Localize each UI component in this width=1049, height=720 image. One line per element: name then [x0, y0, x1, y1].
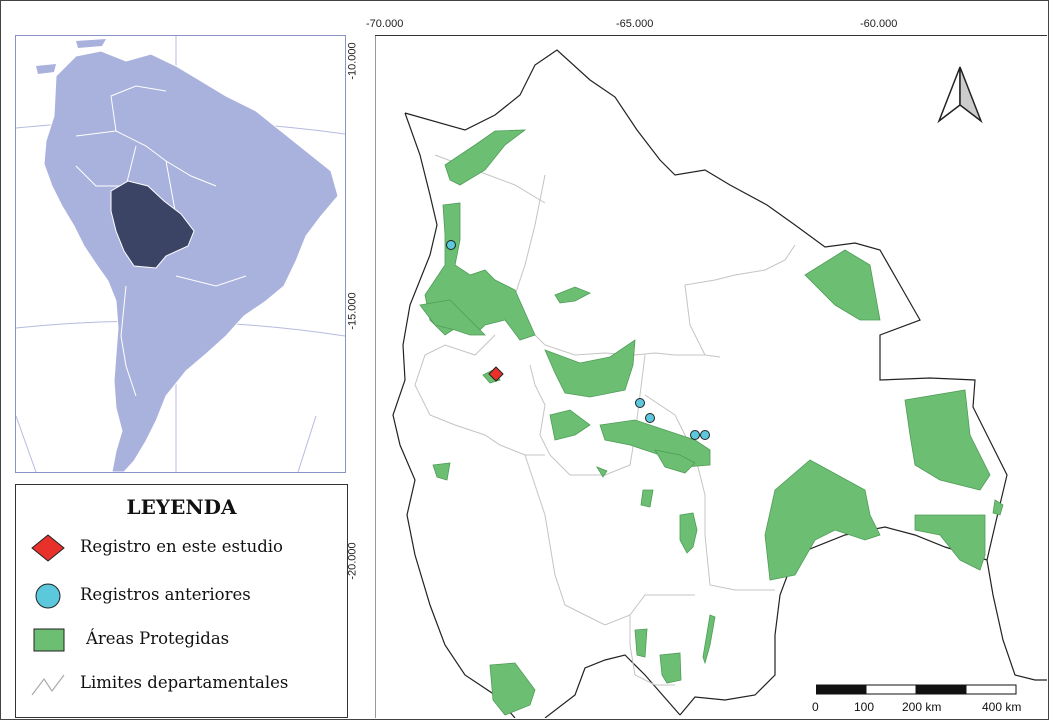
bolivia-outline	[392, 49, 1047, 718]
legend-row-protected-areas: Áreas Protegidas	[16, 625, 347, 655]
lat-tick-15: -15.000	[346, 292, 359, 330]
scale-label-0: 0	[812, 700, 819, 714]
legend-box: LEYENDA Registro en este estudio Registr…	[15, 484, 348, 718]
lon-tick-70: -70.000	[366, 18, 404, 30]
inset-map-svg	[16, 36, 345, 472]
lat-tick-20: -20.000	[346, 542, 359, 580]
main-map-svg	[375, 35, 1047, 718]
legend-row-previous-records: Registros anteriores	[16, 581, 347, 611]
legend-label-boundaries: Limites departamentales	[80, 673, 289, 692]
lon-tick-60: -60.000	[860, 18, 898, 30]
north-arrow-icon	[937, 66, 983, 124]
line-icon	[31, 674, 65, 696]
legend-row-boundaries: Limites departamentales	[16, 669, 347, 699]
legend-title: LEYENDA	[126, 495, 237, 519]
scale-label-400: 400 km	[982, 700, 1022, 714]
legend-label-previous-records: Registros anteriores	[80, 585, 251, 604]
previous-records-markers	[446, 240, 710, 440]
lat-tick-10: -10.000	[346, 42, 359, 80]
legend-label-protected-areas: Áreas Protegidas	[86, 629, 230, 648]
red-diamond-icon	[31, 534, 65, 562]
bolivia-highlight	[110, 180, 195, 269]
scale-bar-graphic	[816, 684, 1017, 695]
legend-label-this-study: Registro en este estudio	[80, 537, 283, 556]
record-this-study-marker	[488, 366, 504, 382]
legend-row-this-study: Registro en este estudio	[16, 533, 347, 563]
protected-areas	[419, 129, 1004, 716]
south-america-land	[43, 50, 339, 472]
main-map-bolivia	[375, 35, 1047, 718]
cyan-circle-icon	[35, 583, 61, 609]
scale-bar: 0 100 200 km 400 km	[812, 684, 1022, 718]
department-boundaries	[414, 154, 796, 686]
inset-map-south-america	[15, 35, 346, 473]
scale-label-200: 200 km	[902, 700, 942, 714]
scale-label-100: 100	[854, 700, 875, 714]
lon-tick-65: -65.000	[616, 18, 654, 30]
green-square-icon	[33, 628, 65, 652]
